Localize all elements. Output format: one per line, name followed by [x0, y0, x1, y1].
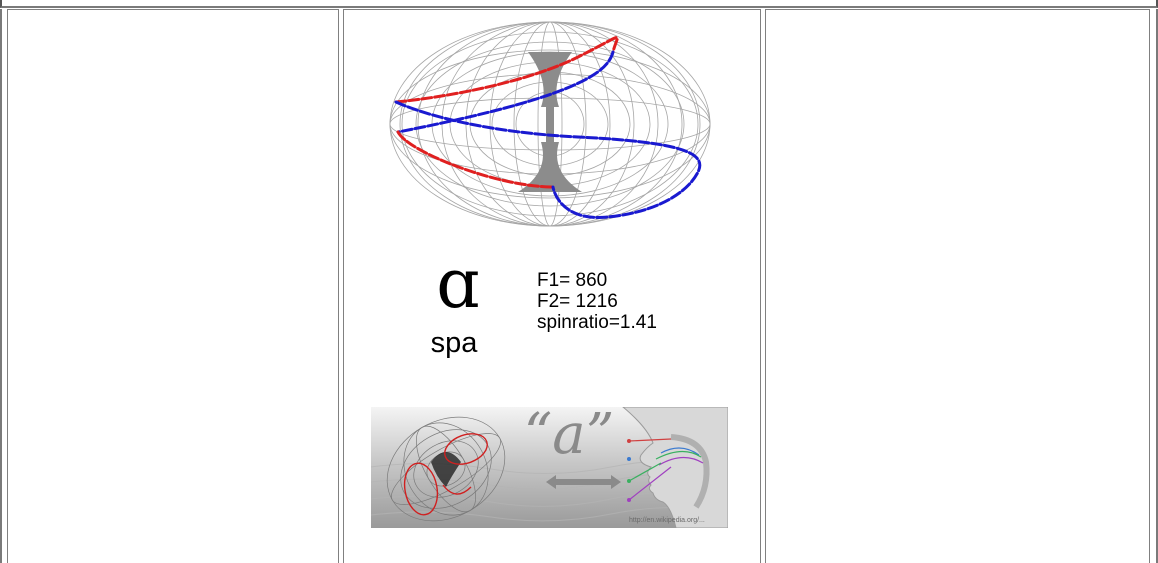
small-torus-icon [386, 416, 506, 522]
image-credit: http://en.wikipedia.org/... [629, 517, 705, 524]
vocal-tract-head-icon [622, 407, 728, 528]
torus-wireframe-icon [389, 21, 711, 227]
formant-f2: F2= 1216 [537, 291, 618, 312]
table-cell-right [765, 9, 1150, 563]
top-rule [0, 0, 1158, 8]
spin-ratio: spinratio=1.41 [537, 312, 657, 333]
vowel-symbol: ɑ [436, 245, 480, 324]
composite-illustration [371, 407, 728, 528]
formant-values: F1= 860 F2= 1216 spinratio=1.41 [537, 270, 657, 333]
content-table [0, 9, 1158, 563]
table-cell-left [7, 9, 339, 563]
double-arrow-icon [546, 475, 621, 489]
language-code: spa [430, 327, 478, 359]
quoted-vowel: “a” [523, 402, 615, 467]
table-cell-middle [343, 9, 761, 563]
formant-f1: F1= 860 [537, 270, 608, 291]
